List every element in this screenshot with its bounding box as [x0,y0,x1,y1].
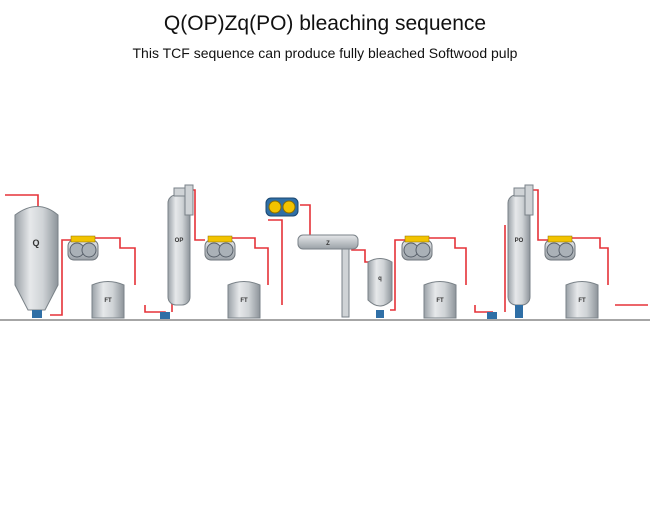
pump-1-icon [160,312,170,319]
q-tower-label: Q [32,238,39,248]
q-tank-pump-icon [376,310,384,318]
filtrate-tank-3: FT [423,281,457,319]
op-tower-label: OP [175,238,184,244]
q-tank: q [367,258,393,318]
filtrate-tank-1: FT [91,281,125,319]
q-tank-label: q [378,276,382,282]
ozone-mixer [265,197,299,217]
diagram-title: Q(OP)Zq(PO) bleaching sequence [163,12,487,35]
filtrate-tank-1-label: FT [104,298,112,304]
pump-3-icon [487,312,497,319]
washer-4 [544,235,576,261]
po-tower-pump-icon [515,305,523,318]
op-tower: OP [167,184,194,306]
filtrate-tank-2-label: FT [240,298,248,304]
q-tower-pump-icon [32,310,42,318]
washer-3 [401,235,433,261]
filtrate-tank-4: FT [565,281,599,319]
filtrate-tank-2: FT [227,281,261,319]
q-tower: Q [14,206,59,318]
po-tower: PO [507,184,534,318]
diagram-subtitle: This TCF sequence can produce fully blea… [132,45,518,61]
z-reactor: Z [297,234,359,318]
filtrate-tank-4-label: FT [578,298,586,304]
washer-1 [67,235,99,261]
z-reactor-label: Z [326,241,330,247]
washer-2 [204,235,236,261]
po-tower-label: PO [515,238,524,244]
filtrate-tank-3-label: FT [436,298,444,304]
